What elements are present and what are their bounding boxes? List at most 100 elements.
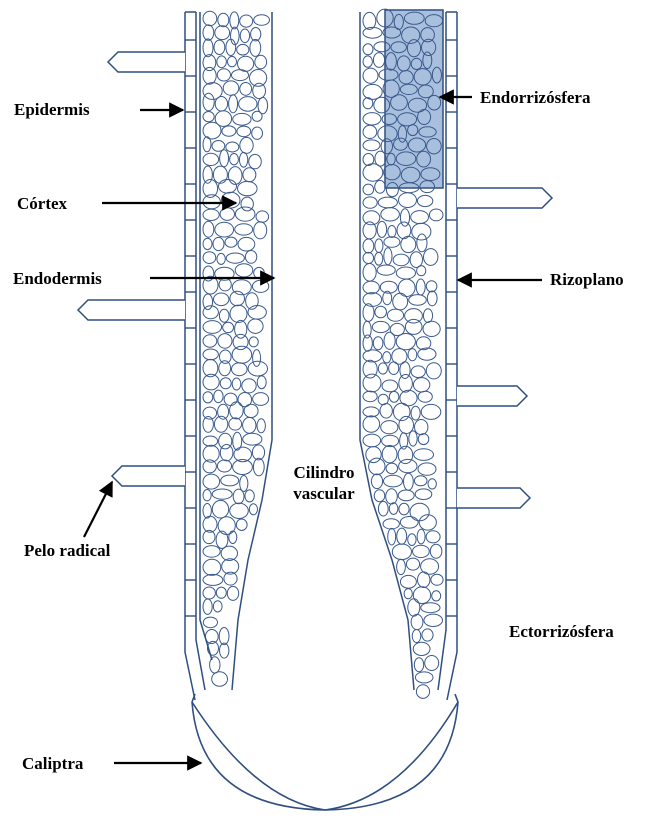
cortex-cell <box>217 69 230 81</box>
cortex-cell <box>409 431 417 446</box>
cortex-cell <box>203 294 213 310</box>
cortex-cell <box>416 279 425 295</box>
cortex-cell <box>243 168 256 182</box>
cortex-cell <box>429 209 443 221</box>
cortex-cell <box>382 435 399 446</box>
label-endodermis: Endodermis <box>13 269 102 289</box>
cortex-cell <box>399 459 417 472</box>
cortex-cell <box>421 603 440 613</box>
cortex-cell <box>215 222 234 237</box>
cortex-cell <box>228 167 242 185</box>
cortex-cell <box>219 180 237 194</box>
cortex-cell <box>417 529 425 544</box>
cortex-cell <box>203 546 220 558</box>
cortex-cell <box>220 150 229 167</box>
cortex-cell <box>418 434 429 445</box>
cortex-cell <box>411 614 423 629</box>
cortex-cell <box>363 184 374 195</box>
cortex-cell <box>400 575 416 588</box>
cortex-cell <box>214 293 229 306</box>
cortex-cell <box>203 122 221 139</box>
cortex-cell <box>251 28 261 41</box>
cortex-cell <box>381 421 398 434</box>
cortex-cell <box>244 404 258 417</box>
cortex-cell <box>411 366 425 378</box>
cortex-cell <box>423 309 432 323</box>
cortex-cell <box>416 685 429 699</box>
cortex-cell <box>229 531 237 544</box>
cortex-cell <box>238 237 255 251</box>
cortex-cell <box>240 476 248 492</box>
cortex-cell <box>214 390 223 403</box>
cortex-cell <box>408 349 417 361</box>
cortex-cell <box>421 404 441 419</box>
cortex-cell <box>363 304 374 322</box>
cortex-cell <box>415 489 432 500</box>
cortex-cell <box>257 376 266 389</box>
cortex-cell <box>222 126 236 136</box>
cortex-cell <box>363 56 372 67</box>
cortex-cell <box>213 237 224 250</box>
cortex-cell <box>203 587 215 599</box>
left-cortex-cells <box>203 11 270 686</box>
cortex-cell <box>215 26 230 40</box>
cortex-cell <box>363 264 376 282</box>
root-cap <box>192 694 458 810</box>
cortex-cell <box>413 587 430 604</box>
cortex-cell <box>240 83 252 96</box>
cortex-cell <box>363 416 380 432</box>
cortex-cell <box>220 378 231 389</box>
cortex-cell <box>387 309 403 321</box>
cortex-cell <box>418 572 430 588</box>
cortex-cell <box>418 463 436 475</box>
cortex-cell <box>255 55 267 69</box>
label-cilindro-vascular: Cilindro vascular <box>278 462 370 504</box>
cortex-cell <box>426 531 440 543</box>
cortex-cell <box>233 113 251 125</box>
cortex-cell <box>432 591 441 601</box>
cortex-cell <box>214 40 225 54</box>
cortex-cell <box>426 281 437 292</box>
cortex-cell <box>242 379 256 393</box>
cortex-cell <box>243 433 262 445</box>
cortex-cell <box>363 350 382 362</box>
cortex-cell <box>406 558 419 570</box>
cortex-cell <box>393 293 408 310</box>
cortex-cell <box>363 140 380 151</box>
cortex-cell <box>235 207 255 221</box>
label-pelo-radical: Pelo radical <box>24 541 110 561</box>
cortex-cell <box>363 164 383 181</box>
cortex-cell <box>203 93 214 111</box>
cortex-cell <box>227 586 238 600</box>
cortex-cell <box>253 350 261 367</box>
cortex-cell <box>253 393 269 406</box>
label-cortex: Córtex <box>17 194 67 214</box>
cortex-cell <box>400 517 418 529</box>
cortex-cell <box>413 545 430 557</box>
cortex-cell <box>245 251 256 264</box>
cortex-cell <box>374 490 385 502</box>
cortex-cell <box>381 208 400 221</box>
cortex-cell <box>426 363 441 379</box>
cortex-cell <box>203 392 213 403</box>
cortex-cell <box>245 490 254 502</box>
cortex-cell <box>213 601 222 612</box>
cortex-cell <box>375 252 383 265</box>
cortex-cell <box>363 125 377 138</box>
cortex-cell <box>221 192 240 208</box>
cortex-cell <box>232 70 249 81</box>
cortex-cell <box>430 544 442 558</box>
cortex-cell <box>220 208 234 221</box>
cortex-cell <box>378 197 397 208</box>
cortex-cell <box>384 475 403 487</box>
cortex-cell <box>363 281 379 294</box>
cortex-cell <box>428 479 436 489</box>
cortex-cell <box>363 197 377 208</box>
cortex-cell <box>371 474 382 489</box>
root-hair-right-2 <box>457 386 527 406</box>
label-ectorrizosfera: Ectorrizósfera <box>509 622 614 642</box>
cortex-cell <box>363 44 373 55</box>
cortex-cell <box>228 56 237 66</box>
cortex-cell <box>203 67 216 84</box>
